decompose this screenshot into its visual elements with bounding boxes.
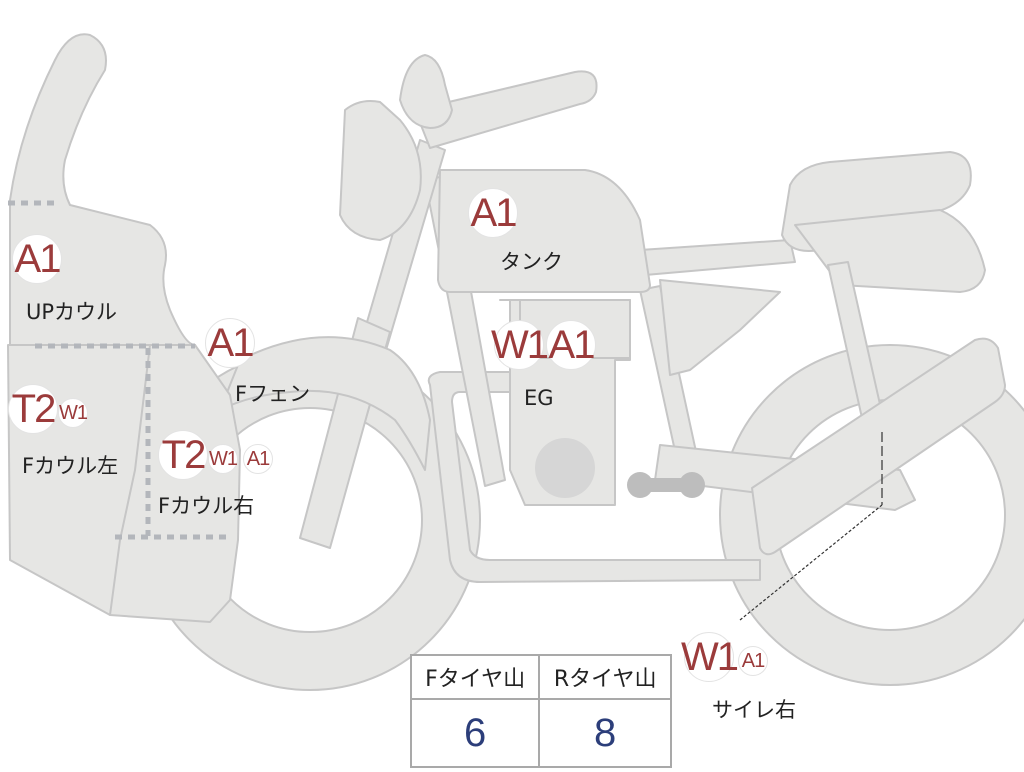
code-badge: A1 xyxy=(205,318,255,368)
headlight xyxy=(339,100,422,241)
exhaust-pipe xyxy=(427,371,761,583)
part-label-f-fender: Fフェン xyxy=(235,382,311,406)
code-badge: T2 xyxy=(8,384,58,434)
code-badge: A1 xyxy=(468,188,518,238)
engine-cover xyxy=(535,438,595,498)
part-label-tank: タンク xyxy=(500,250,563,274)
handlebar xyxy=(414,70,598,149)
tire-tread-table: Fタイヤ山 Rタイヤ山 6 8 xyxy=(409,654,672,768)
code-badge: W1 xyxy=(208,444,238,474)
rear-tire-value: 8 xyxy=(538,698,672,768)
part-label-f-cowl-right: Fカウル右 xyxy=(158,494,255,518)
part-label-up-cowl: UPカウル xyxy=(26,300,118,324)
leader-line xyxy=(739,504,883,621)
part-label-engine: EG xyxy=(524,386,554,410)
code-badge: W1 xyxy=(58,398,88,428)
lower-cowl-right xyxy=(109,344,241,623)
part-label-muffler-right: サイレ右 xyxy=(712,698,796,722)
code-badge: W1 xyxy=(681,632,739,682)
code-badge: A1 xyxy=(738,646,768,676)
front-tire-value: 6 xyxy=(409,698,541,768)
code-badge: A1 xyxy=(12,234,62,284)
code-badge: A1 xyxy=(243,444,273,474)
rear-tire-header: Rタイヤ山 xyxy=(538,654,672,700)
tail-cowl xyxy=(794,209,986,293)
code-badge: W1 xyxy=(491,320,549,370)
mirror xyxy=(399,54,453,129)
code-badge: T2 xyxy=(158,430,208,480)
part-label-f-cowl-left: Fカウル左 xyxy=(22,454,119,478)
code-badge: A1 xyxy=(546,320,596,370)
table-row: 6 8 xyxy=(409,698,672,768)
side-cover xyxy=(659,279,781,376)
muffler xyxy=(751,337,1006,556)
frame-seatrail xyxy=(639,239,796,276)
front-tire-header: Fタイヤ山 xyxy=(409,654,541,700)
front-fender xyxy=(219,336,431,471)
table-header-row: Fタイヤ山 Rタイヤ山 xyxy=(409,654,672,700)
